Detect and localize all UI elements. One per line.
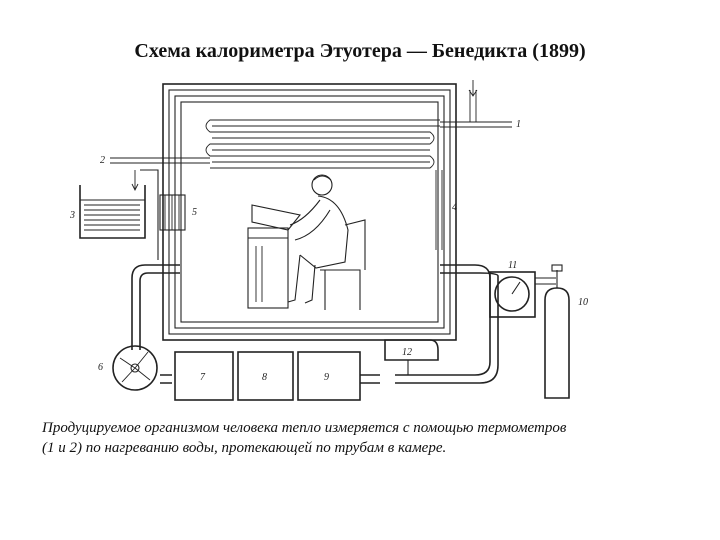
label-9: 9: [324, 372, 329, 383]
gas-cylinder-10: [544, 264, 570, 399]
diagram-caption: Продуцируемое организмом человека тепло …: [42, 418, 692, 458]
tube-4: [435, 170, 443, 250]
diagram-title: Схема калориметра Этуотера — Бенедикта (…: [134, 40, 586, 62]
label-4: 4: [452, 202, 457, 213]
label-11: 11: [508, 260, 517, 271]
box-12: [384, 339, 439, 375]
pipe-loop: [131, 264, 499, 384]
coil-pipe: [205, 119, 440, 169]
water-tank: [79, 169, 159, 260]
label-10: 10: [578, 297, 588, 308]
box-7: [174, 351, 234, 401]
label-12: 12: [402, 347, 412, 358]
gauge-11: [489, 271, 556, 318]
caption-line-1: Продуцируемое организмом человека тепло …: [42, 420, 567, 436]
valve-5: [159, 194, 186, 231]
box-9: [297, 351, 361, 401]
thermometer-2: [110, 157, 210, 164]
label-8: 8: [262, 372, 267, 383]
label-7: 7: [200, 372, 206, 383]
label-1: 1: [516, 119, 521, 130]
label-6: 6: [98, 362, 103, 373]
box-8: [237, 351, 294, 401]
caption-line-2: (1 и 2) по нагреванию воды, протекающей …: [42, 440, 447, 456]
chamber-walls: [162, 83, 457, 341]
pump-6: [112, 345, 158, 391]
label-2: 2: [100, 155, 105, 166]
label-3: 3: [69, 210, 75, 221]
label-5: 5: [192, 207, 197, 218]
thermometer-1: [440, 80, 512, 128]
person-at-desk: [247, 174, 366, 310]
